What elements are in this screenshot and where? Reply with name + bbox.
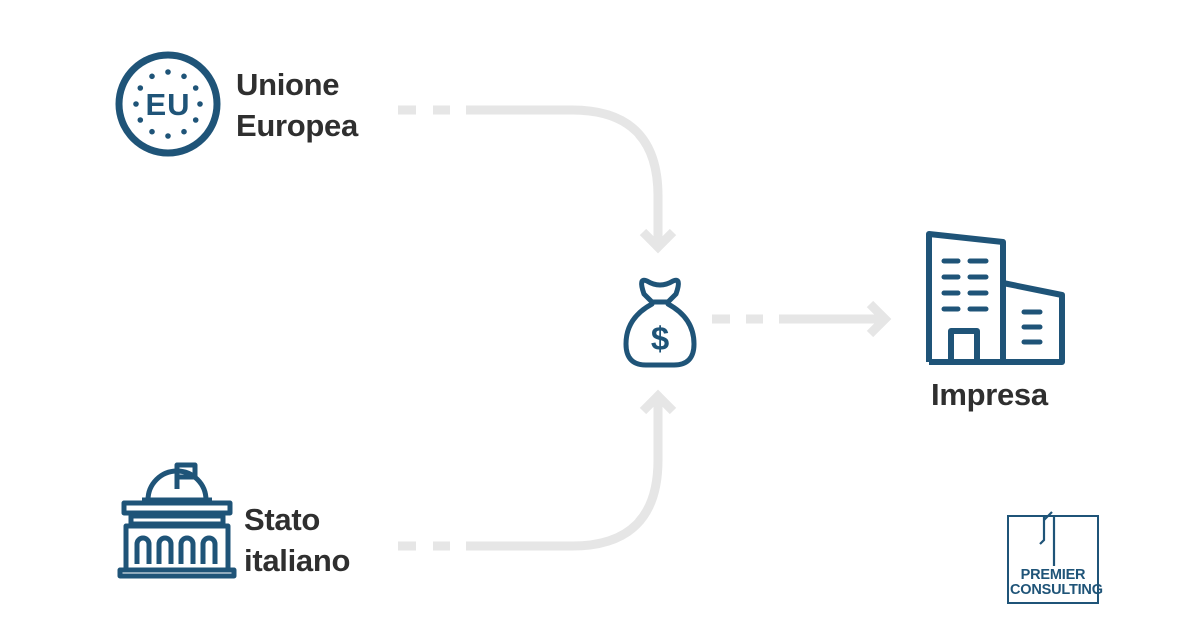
company-label: Impresa — [931, 374, 1048, 415]
connector-eu-to-funds — [398, 105, 677, 254]
logo-line1: PREMIER — [1020, 567, 1086, 583]
italy-label-line1: Stato — [244, 502, 321, 537]
government-building-icon — [117, 462, 237, 579]
eu-label: Unione Europea — [236, 64, 358, 146]
eu-badge-text: EU — [145, 87, 190, 122]
premier-consulting-logo — [1007, 511, 1099, 604]
logo-line2: CONSULTING — [1010, 582, 1103, 598]
italy-label-line2: italiano — [244, 543, 351, 578]
company-label-text: Impresa — [931, 377, 1048, 412]
office-building-icon — [926, 231, 1065, 365]
italy-label: Stato italiano — [244, 499, 350, 581]
eu-label-line1: Unione — [236, 67, 340, 102]
eu-label-line2: Europea — [236, 108, 358, 143]
money-bag-icon: $ — [623, 277, 697, 368]
connector-italy-to-funds — [398, 389, 677, 551]
connector-funds-to-company — [712, 300, 892, 338]
eu-stars-circle-icon: EU — [115, 51, 221, 157]
logo-text: PREMIER CONSULTING — [1010, 567, 1103, 598]
dollar-symbol: $ — [651, 320, 669, 357]
